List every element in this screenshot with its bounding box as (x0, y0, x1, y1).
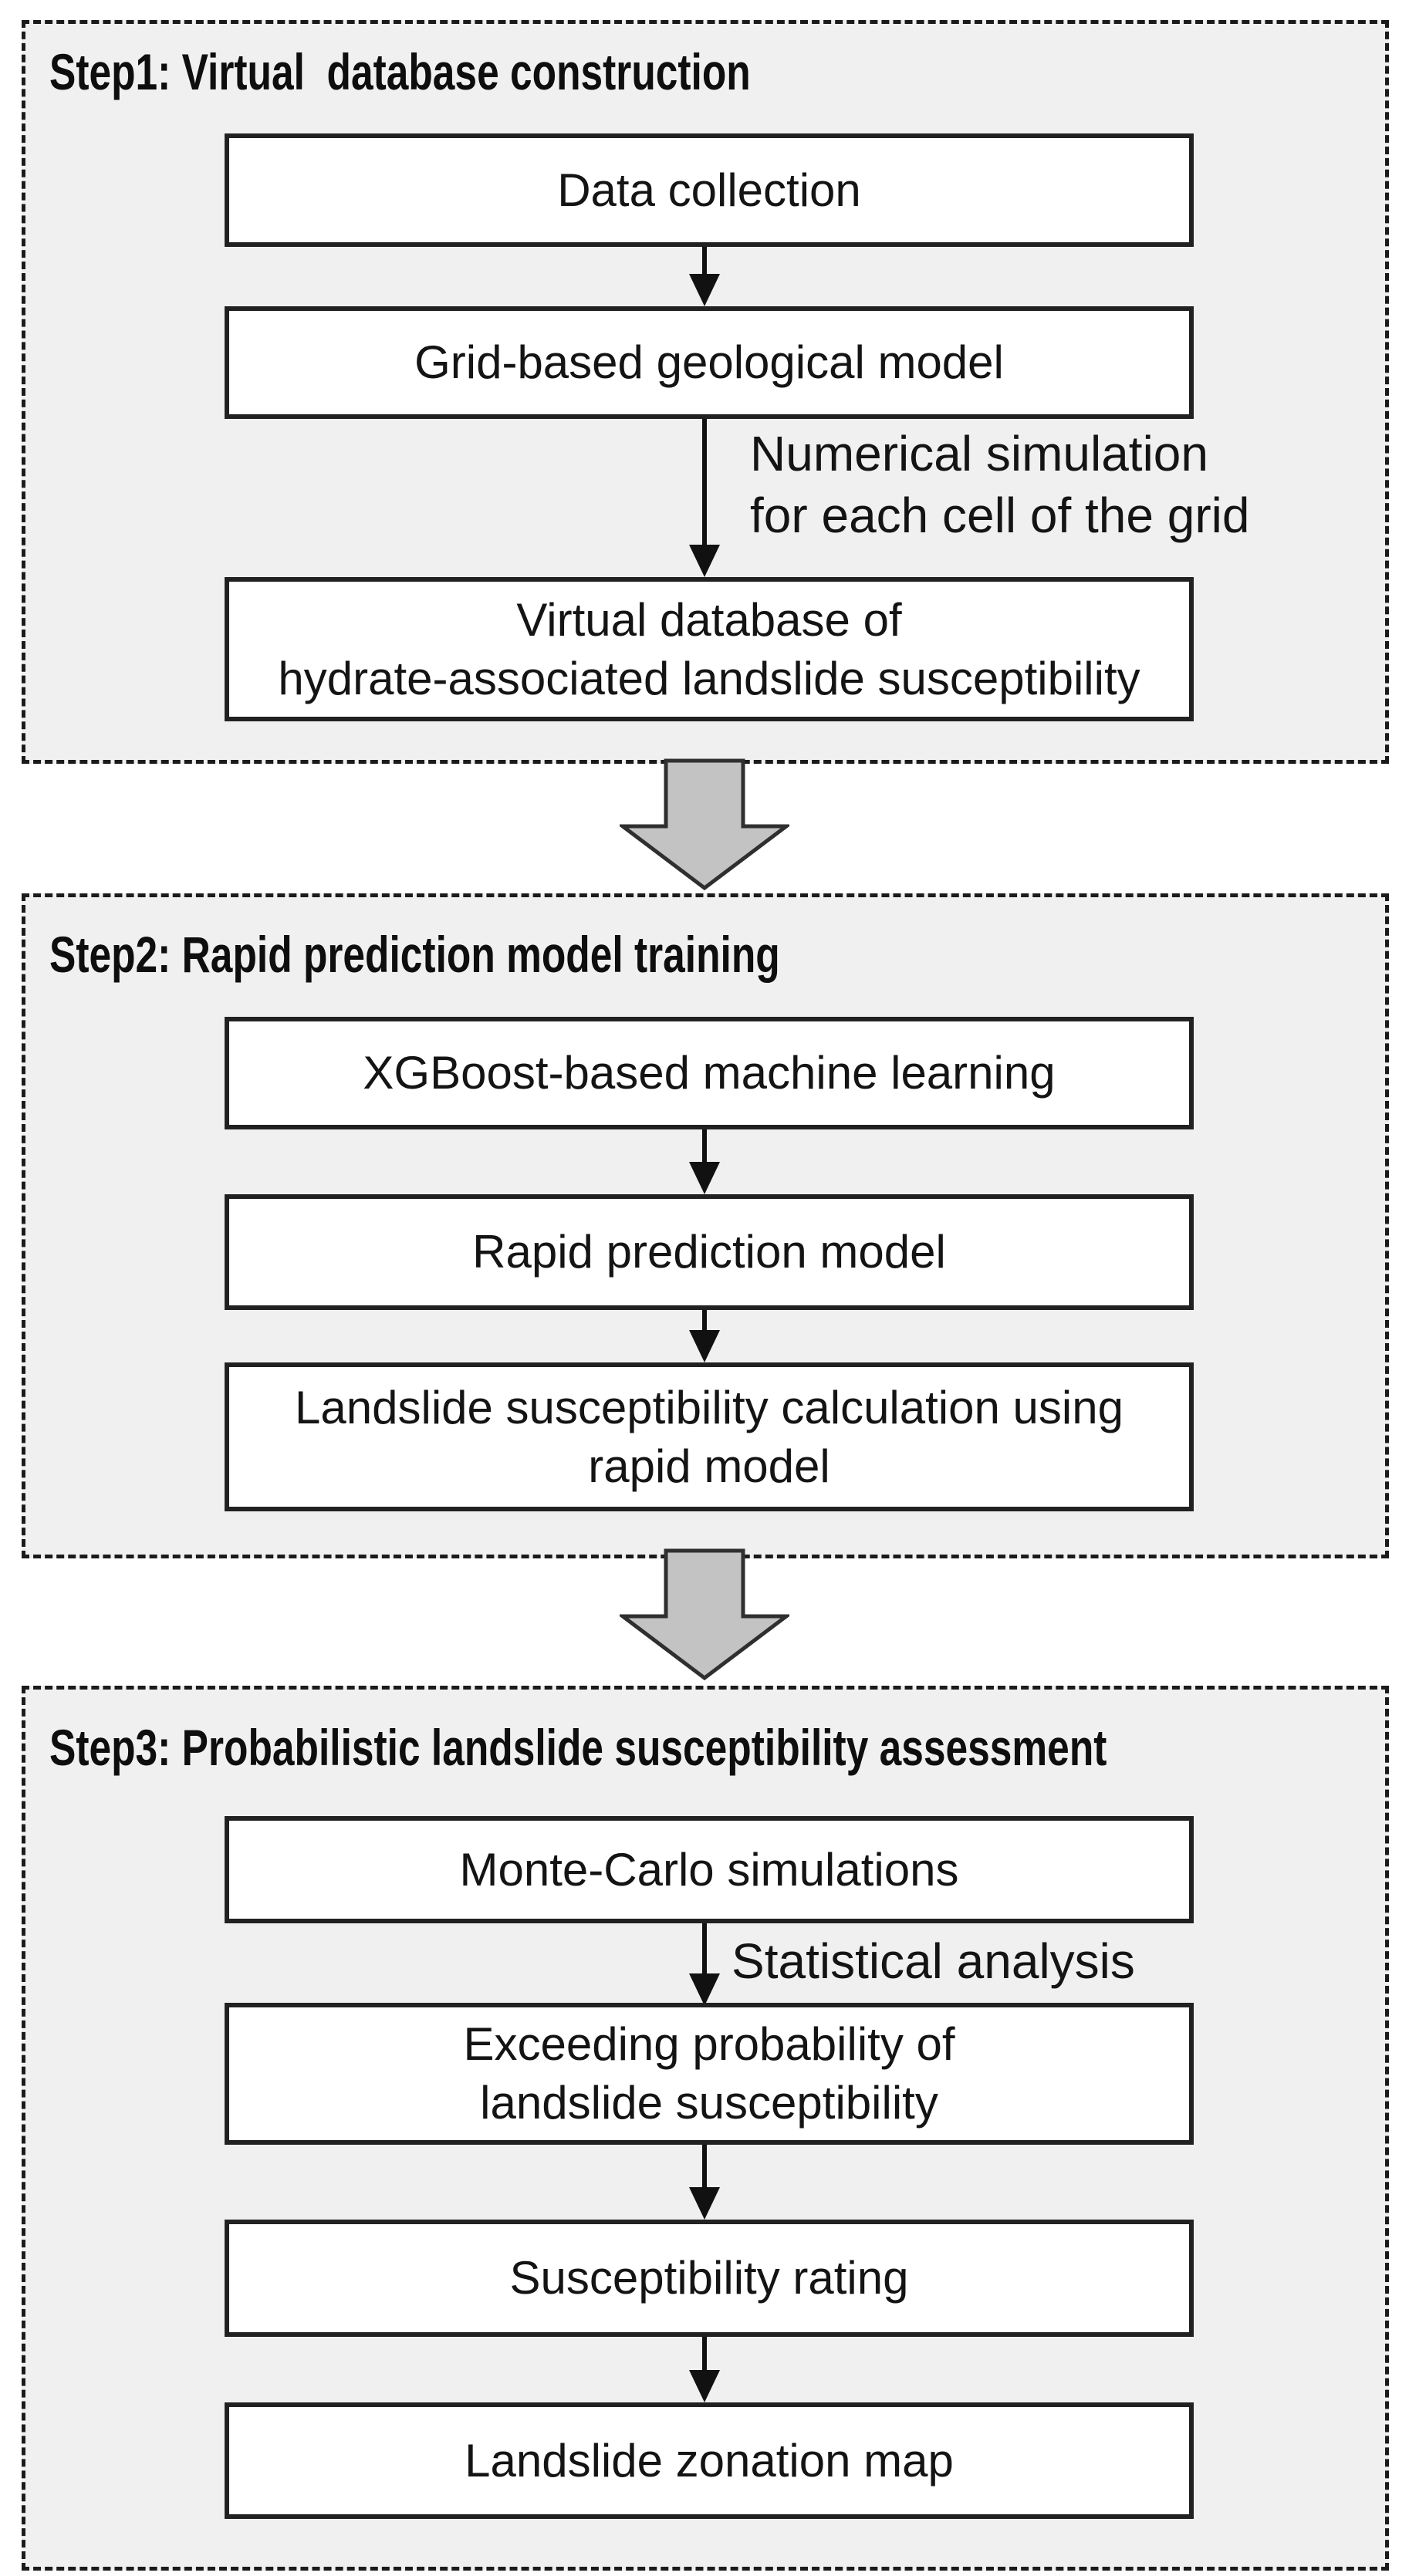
box-susceptibility-calculation: Landslide susceptibility calculation usi… (225, 1362, 1194, 1511)
down-arrow-shaft (702, 2337, 707, 2372)
down-arrow-icon (689, 2370, 720, 2402)
box-text-line: hydrate-associated landslide susceptibil… (278, 652, 1140, 704)
box-rapid-prediction-model: Rapid prediction model (225, 1194, 1194, 1310)
down-arrow-shaft (702, 1923, 707, 1975)
down-arrow-icon (689, 1330, 720, 1362)
box-text-line: Rapid prediction model (472, 1226, 946, 1278)
down-arrow-shaft (702, 247, 707, 275)
step2-title: Step2: Rapid prediction model training (49, 926, 780, 983)
annotation-line: for each cell of the grid (750, 488, 1250, 543)
step-transition-arrow-icon (620, 1548, 789, 1681)
box-text-line: Virtual database of (516, 593, 902, 646)
box-text-line: Data collection (557, 164, 861, 216)
down-arrow-icon (689, 2187, 720, 2220)
down-arrow-shaft (702, 1310, 707, 1332)
box-text-line: Exceeding probability of (463, 2018, 955, 2070)
box-grid-geological-model: Grid-based geological model (225, 306, 1194, 419)
box-virtual-database: Virtual database of hydrate-associated l… (225, 577, 1194, 721)
box-monte-carlo-simulations: Monte-Carlo simulations (225, 1816, 1194, 1923)
step-transition-arrow-icon (620, 758, 789, 891)
down-arrow-shaft (702, 419, 707, 546)
box-text-line: XGBoost-based machine learning (363, 1047, 1056, 1099)
box-text-line: Landslide zonation map (465, 2434, 954, 2487)
box-text-line: Monte-Carlo simulations (459, 1843, 959, 1896)
box-text-line: Susceptibility rating (509, 2252, 909, 2304)
box-landslide-zonation-map: Landslide zonation map (225, 2402, 1194, 2519)
box-susceptibility-rating: Susceptibility rating (225, 2220, 1194, 2337)
box-text-line: Grid-based geological model (414, 336, 1004, 388)
annotation-numerical-simulation: Numerical simulation for each cell of th… (750, 423, 1249, 546)
box-data-collection: Data collection (225, 133, 1194, 247)
box-text-line: landslide susceptibility (480, 2077, 938, 2129)
step3-title: Step3: Probabilistic landslide susceptib… (49, 1719, 1107, 1776)
down-arrow-icon (689, 1973, 720, 2006)
down-arrow-shaft (702, 2145, 707, 2187)
step1-title: Step1: Virtual database construction (49, 43, 751, 100)
box-exceeding-probability: Exceeding probability of landslide susce… (225, 2003, 1194, 2145)
down-arrow-icon (689, 545, 720, 577)
annotation-statistical-analysis: Statistical analysis (732, 1933, 1135, 1989)
box-text-line: Landslide susceptibility calculation usi… (295, 1381, 1123, 1433)
box-text-line: rapid model (588, 1440, 830, 1492)
box-xgboost-machine-learning: XGBoost-based machine learning (225, 1017, 1194, 1129)
down-arrow-icon (689, 1162, 720, 1194)
down-arrow-shaft (702, 1129, 707, 1163)
down-arrow-icon (689, 274, 720, 306)
annotation-line: Numerical simulation (750, 426, 1208, 481)
